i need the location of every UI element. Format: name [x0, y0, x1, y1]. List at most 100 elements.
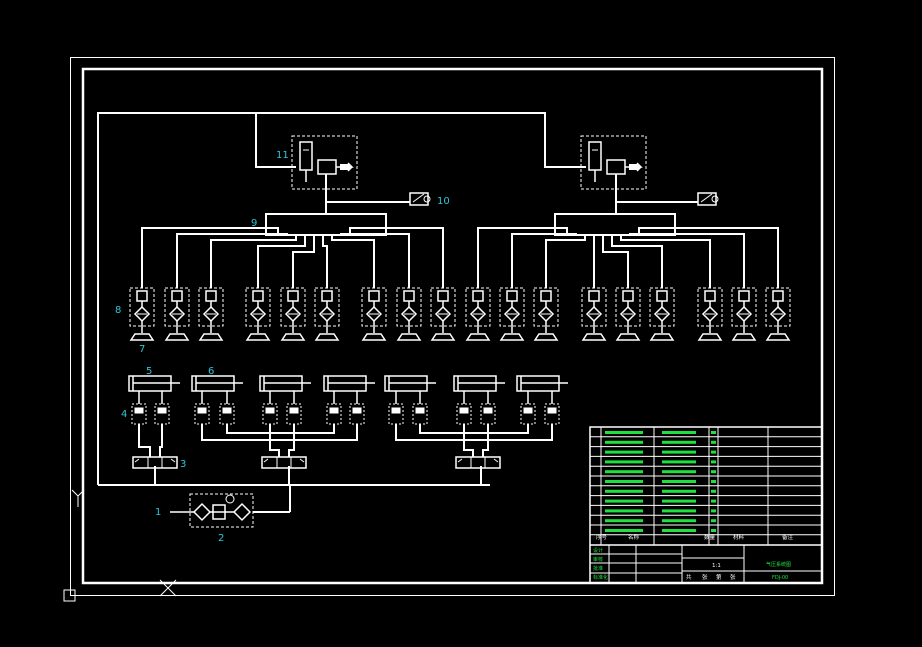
branch-line: [602, 235, 629, 288]
row-part-code: [605, 489, 643, 493]
vacuum-cup-unit: [615, 287, 641, 341]
branch-line: [322, 235, 328, 288]
sign-standard: 标准化: [593, 574, 608, 581]
vacuum-cup-unit: [129, 287, 155, 341]
cylinder: [128, 375, 180, 392]
pipe: [395, 424, 553, 441]
row-part-code: [605, 450, 643, 454]
manifold-right: [554, 213, 676, 236]
scale-value: 1:1: [712, 563, 721, 569]
row-part-qty: [711, 440, 716, 444]
label-7: 7: [139, 344, 145, 355]
pipe: [419, 424, 529, 434]
suction-cup-icon: [465, 333, 491, 341]
branch-line: [511, 233, 577, 288]
suction-cup-icon: [361, 333, 387, 341]
sign-check: 审核: [593, 556, 603, 563]
drawing-number: FDJ-00: [772, 575, 788, 581]
directional-valve: [261, 456, 307, 469]
pipe: [269, 424, 280, 457]
drawing-name: 气压系统图: [766, 561, 791, 568]
col-header-material: 材料: [733, 533, 745, 541]
col-header-no: 序号: [596, 533, 608, 541]
label-6: 6: [208, 366, 214, 377]
suction-cup-icon: [129, 333, 155, 341]
title-block: 序号 名称 数量 材料 备注 设计 审核 批准 标准化 气压系统图 FDJ-00…: [589, 426, 823, 584]
directional-valve-group: [132, 456, 501, 469]
suction-cup-icon: [280, 333, 306, 341]
vacuum-cup-unit: [164, 287, 190, 341]
manifold-left: [265, 213, 387, 236]
ucs-icon: [63, 489, 177, 602]
cylinder: [453, 375, 505, 392]
vacuum-cup-unit: [649, 287, 675, 341]
vacuum-cup-unit: [731, 287, 757, 341]
branch-line: [292, 235, 315, 288]
flow-control-valve: [388, 391, 404, 425]
col-header-remark: 备注: [782, 533, 794, 541]
pipe: [201, 424, 358, 441]
flow-control-valve: [349, 391, 365, 425]
row-part-name: [662, 499, 696, 503]
branch-line: [545, 235, 586, 288]
suction-cup-icon: [396, 333, 422, 341]
pressure-gauge-right: [616, 192, 719, 206]
col-header-name: 名称: [628, 533, 640, 541]
branch-line: [638, 227, 779, 288]
branch-line: [176, 233, 288, 288]
flow-control-valve: [219, 391, 235, 425]
branch-line: [340, 233, 410, 288]
suction-cup-icon: [765, 333, 791, 341]
cylinder-group: [128, 375, 568, 392]
flow-valve-group: [131, 391, 560, 425]
row-part-qty: [711, 450, 716, 454]
sheet-total-label: 共: [686, 573, 692, 581]
flow-control-valve: [544, 391, 560, 425]
suction-cup-icon: [499, 333, 525, 341]
pipe: [159, 424, 163, 457]
row-part-name: [662, 489, 696, 493]
vacuum-cup-unit: [465, 287, 491, 341]
cylinder: [191, 375, 243, 392]
suction-cup-icon: [581, 333, 607, 341]
pressure-gauge-left: [326, 192, 431, 206]
suction-cup-icon: [731, 333, 757, 341]
suction-cup-icon: [615, 333, 641, 341]
row-part-qty: [711, 509, 716, 513]
vacuum-cup-unit: [499, 287, 525, 341]
label-2: 2: [218, 533, 224, 544]
directional-valve: [455, 456, 501, 469]
sheet-unit-label-2: 张: [730, 573, 736, 581]
branch-line: [331, 235, 375, 288]
row-part-qty: [711, 480, 716, 483]
label-9: 9: [251, 218, 257, 229]
row-part-name: [662, 431, 696, 434]
row-part-qty: [711, 499, 716, 503]
pipe: [463, 424, 474, 457]
row-part-name: [662, 480, 696, 483]
row-part-qty: [711, 529, 716, 532]
flow-control-valve: [154, 391, 170, 425]
suction-cup-icon: [314, 333, 340, 341]
col-header-qty: 数量: [704, 533, 716, 541]
flow-control-valve: [194, 391, 210, 425]
vacuum-cup-unit: [581, 287, 607, 341]
label-3: 3: [180, 459, 186, 470]
row-part-name: [662, 470, 696, 474]
row-part-code: [605, 431, 643, 434]
row-part-name: [662, 460, 696, 464]
row-part-code: [605, 440, 643, 444]
suction-cup-icon: [533, 333, 559, 341]
directional-valve: [132, 456, 178, 469]
flow-control-valve: [286, 391, 302, 425]
branch-line: [349, 227, 444, 288]
branch-line: [629, 233, 745, 288]
flow-control-valve: [262, 391, 278, 425]
vacuum-cup-unit: [533, 287, 559, 341]
label-8: 8: [115, 305, 121, 316]
sign-design: 设计: [593, 547, 603, 554]
row-part-qty: [711, 460, 716, 464]
suction-cup-icon: [245, 333, 271, 341]
row-part-code: [605, 460, 643, 464]
